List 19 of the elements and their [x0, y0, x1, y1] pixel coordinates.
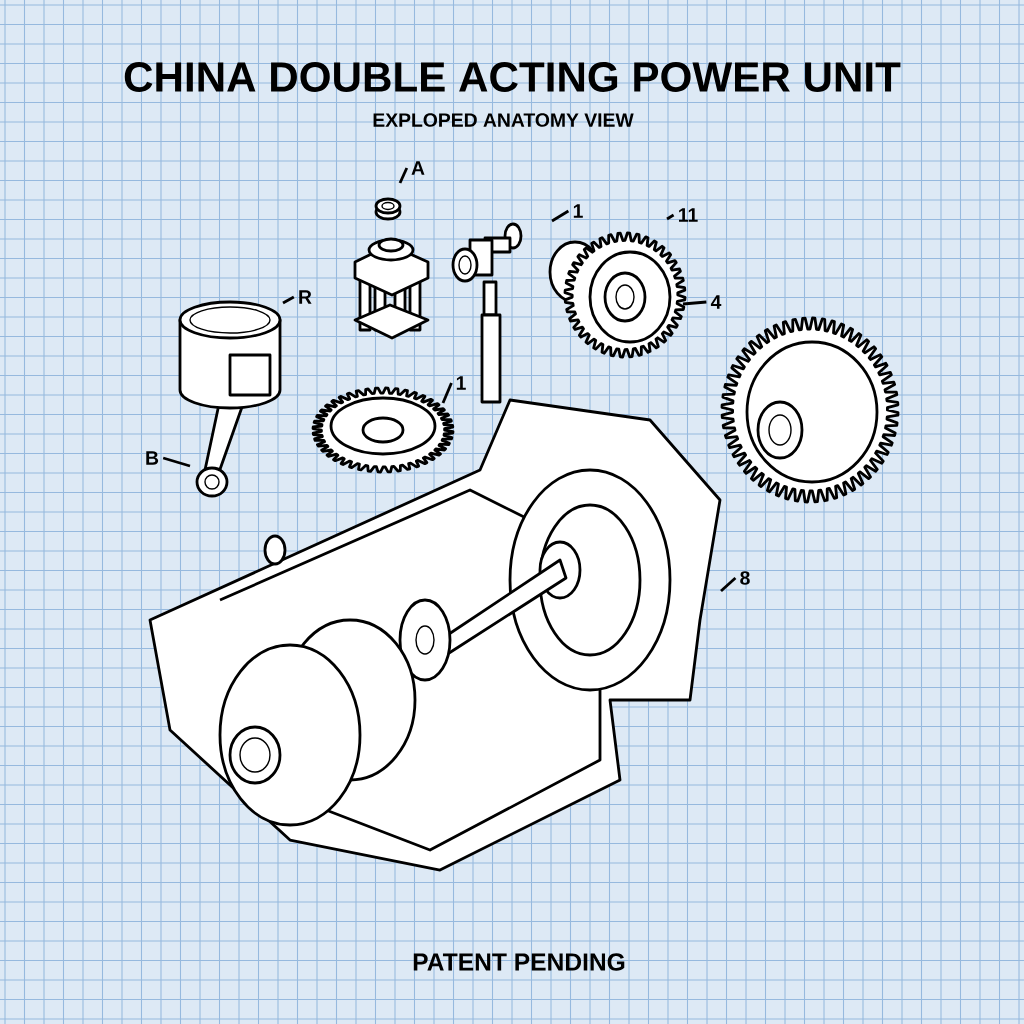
leader-line — [441, 382, 453, 404]
leader-line — [398, 167, 409, 184]
callout-label: 11 — [679, 208, 698, 222]
footer-note: PATENT PENDING — [413, 953, 625, 971]
callout-label: 1 — [456, 376, 466, 390]
leader-line — [720, 576, 737, 593]
callout-label: A — [411, 161, 425, 175]
leader-line — [551, 209, 570, 223]
title: CHINA DOUBLE ACTING POWER UNIT — [124, 62, 901, 92]
callout-label: 8 — [740, 571, 750, 585]
leader-line — [282, 295, 295, 305]
callout-label: R — [299, 290, 312, 304]
callout-label: B — [146, 451, 159, 465]
callout-label: 1 — [573, 204, 583, 218]
leader-line — [162, 456, 191, 468]
leader-line — [666, 213, 675, 221]
subtitle: EXPLOPED ANATOMY VIEW — [373, 113, 634, 127]
callout-label: 4 — [710, 295, 722, 309]
leader-line — [682, 300, 707, 306]
